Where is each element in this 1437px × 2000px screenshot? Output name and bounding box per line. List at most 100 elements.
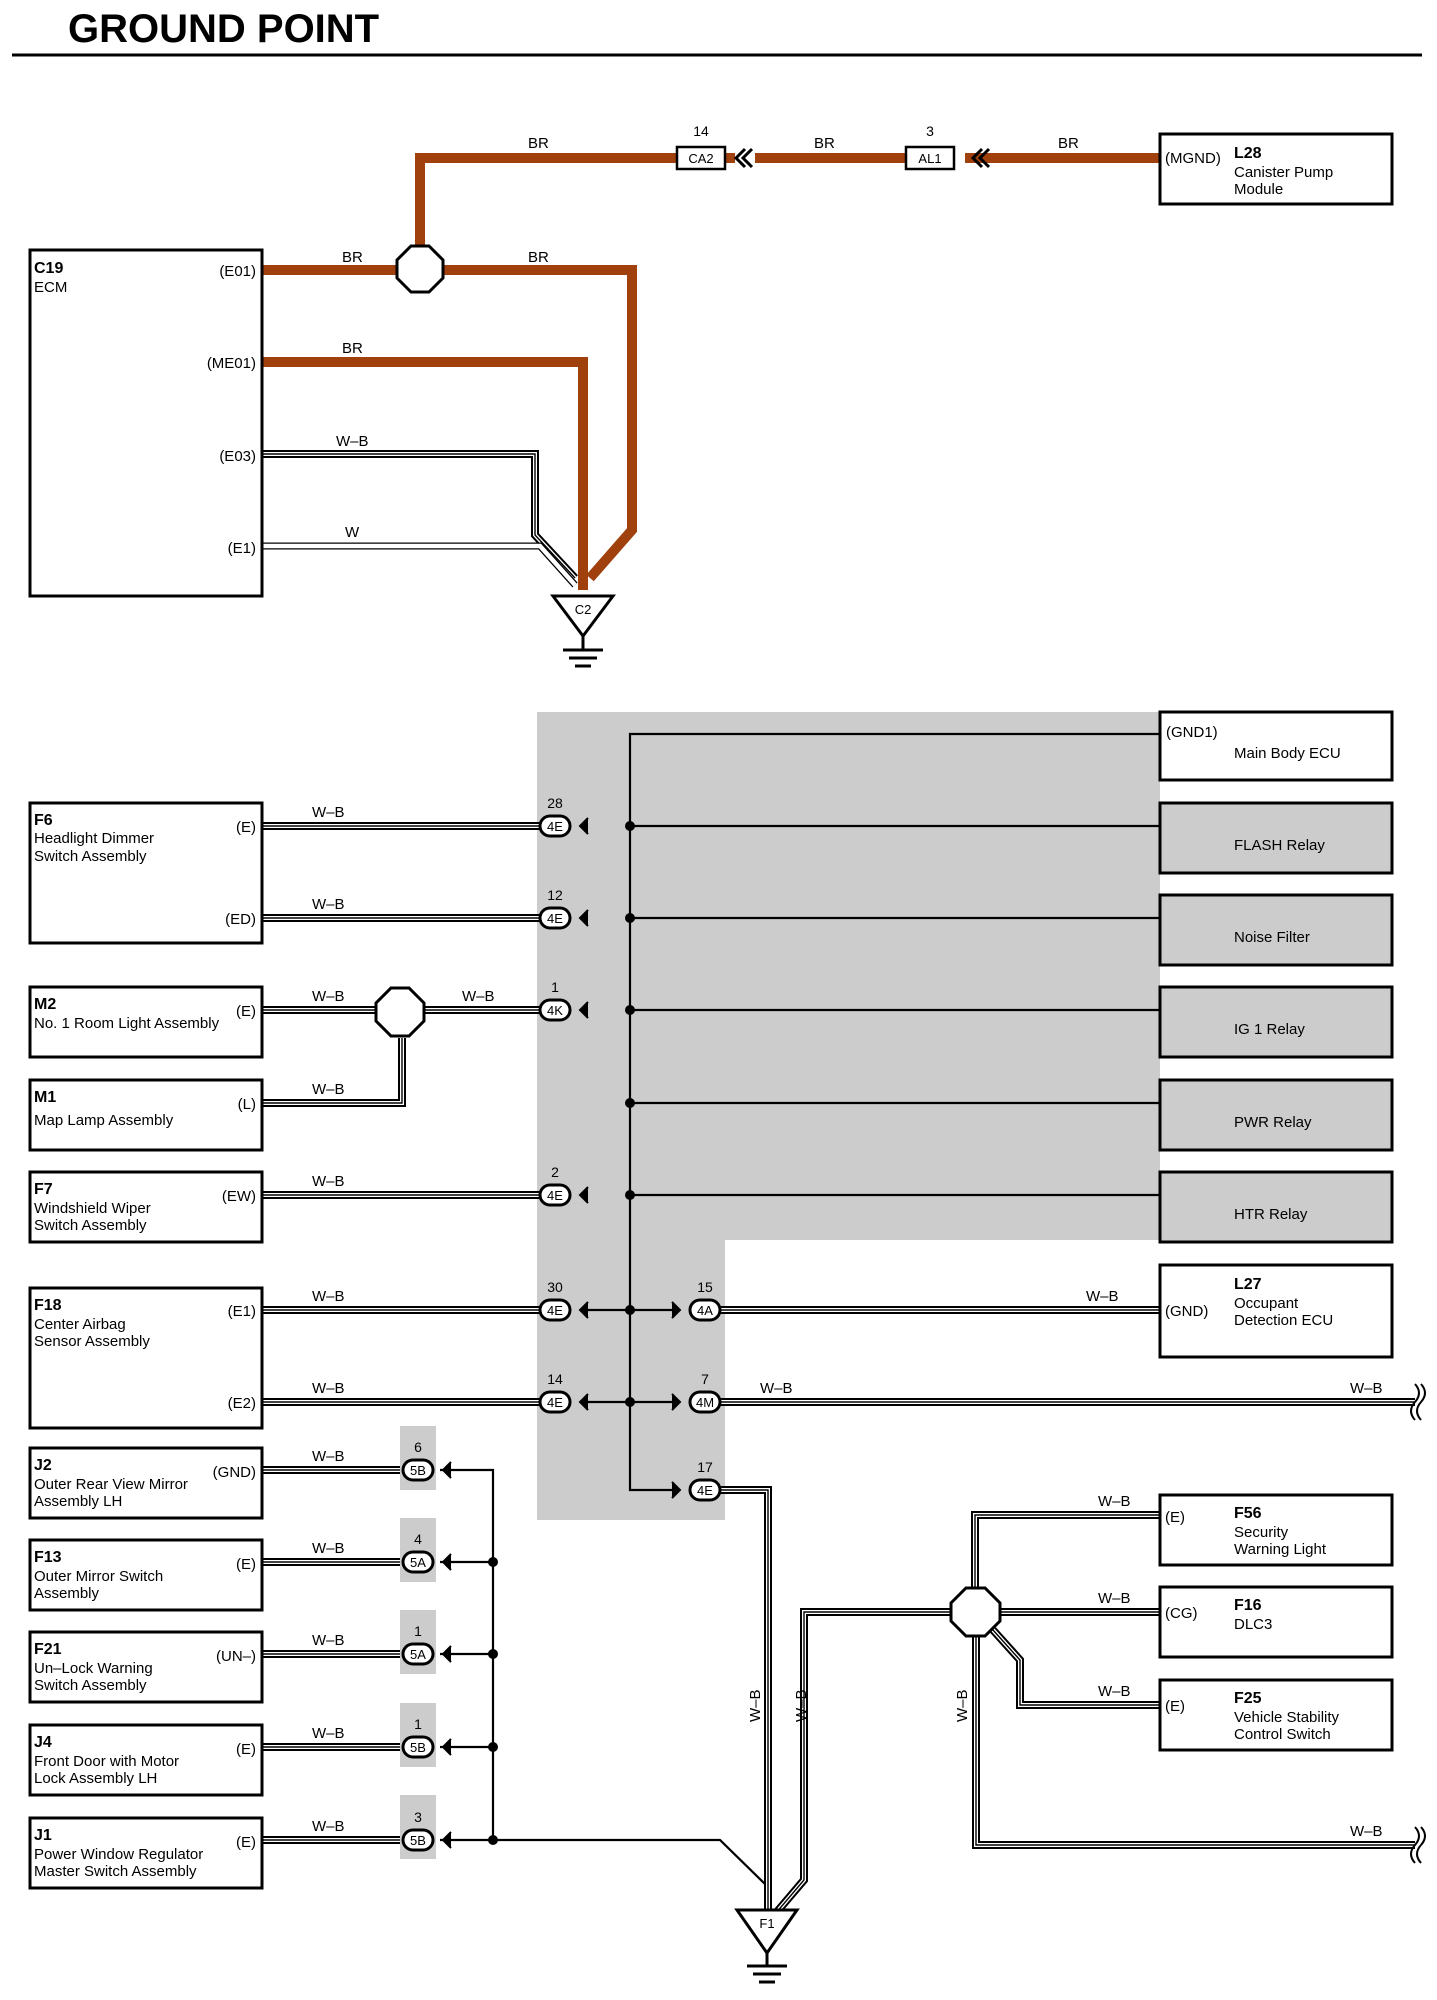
junction-number: 1 — [414, 1623, 422, 1639]
component-f13 — [28, 1538, 264, 1612]
svg-text:Switch Assembly: Switch Assembly — [34, 1217, 147, 1234]
svg-text:(GND): (GND) — [213, 1464, 256, 1481]
junction-4m-7 — [671, 1390, 722, 1414]
svg-text:Security: Security — [1234, 1524, 1289, 1541]
pin-label: (GND1) — [1166, 724, 1218, 741]
component-name: IG 1 Relay — [1234, 1021, 1305, 1038]
junction-name: 5B — [410, 1740, 426, 1755]
junction-name: 4E — [547, 1188, 563, 1203]
junction-name: 5A — [410, 1555, 426, 1570]
svg-text:Detection ECU: Detection ECU — [1234, 1312, 1333, 1329]
junction-name: 4M — [696, 1395, 714, 1410]
svg-text:(E): (E) — [236, 1834, 256, 1851]
component-flash-relay — [1158, 801, 1394, 875]
pin-label: (E01) — [219, 263, 256, 280]
component-j4 — [28, 1723, 264, 1797]
br-wires — [260, 153, 1160, 590]
svg-text:J1: J1 — [34, 1827, 52, 1844]
junction-5b-1 — [401, 1735, 452, 1759]
svg-text:(L): (L) — [238, 1096, 256, 1113]
wire-continuation-marks — [1410, 1383, 1426, 1864]
svg-text:(E): (E) — [236, 1003, 256, 1020]
component-c19-ecm — [28, 248, 264, 598]
component-m2 — [28, 985, 264, 1059]
junction-number: 4 — [414, 1531, 422, 1547]
svg-text:W–B: W–B — [312, 1725, 345, 1742]
svg-text:F21: F21 — [34, 1641, 62, 1658]
svg-text:(GND): (GND) — [1165, 1303, 1208, 1320]
junction-name: 4E — [547, 1303, 563, 1318]
svg-text:W–B: W–B — [312, 1288, 345, 1305]
component-f18 — [28, 1286, 264, 1430]
connector-ca2-label: CA2 — [688, 151, 713, 166]
svg-text:Un–Lock Warning: Un–Lock Warning — [34, 1660, 153, 1677]
svg-text:(E): (E) — [236, 819, 256, 836]
junction-5a-4 — [401, 1550, 452, 1574]
component-name: PWR Relay — [1234, 1114, 1312, 1131]
component-code: L28 — [1234, 145, 1262, 162]
svg-text:Control Switch: Control Switch — [1234, 1726, 1331, 1743]
svg-text:F56: F56 — [1234, 1505, 1262, 1522]
svg-text:(E): (E) — [236, 1741, 256, 1758]
component-name: Module — [1234, 181, 1283, 198]
svg-text:J4: J4 — [34, 1734, 52, 1751]
junction-name: 4A — [697, 1303, 713, 1318]
ecm-w-wire — [260, 542, 578, 588]
wire-label-w: W — [345, 524, 360, 541]
svg-text:Warning Light: Warning Light — [1234, 1541, 1327, 1558]
junction-4e-14 — [538, 1390, 589, 1414]
splice-point-f56 — [949, 1586, 1002, 1638]
connector-ca2-number: 14 — [693, 123, 709, 139]
svg-text:W–B: W–B — [312, 1448, 345, 1465]
component-l27 — [1158, 1263, 1394, 1359]
ground-f1-label: F1 — [759, 1916, 774, 1931]
svg-text:Vehicle Stability: Vehicle Stability — [1234, 1709, 1340, 1726]
svg-text:F13: F13 — [34, 1549, 62, 1566]
splice-point-m2 — [374, 986, 426, 1038]
component-name: Main Body ECU — [1234, 745, 1341, 762]
component-noise-filter — [1158, 893, 1394, 967]
svg-text:Occupant: Occupant — [1234, 1295, 1299, 1312]
pin-label: (ME01) — [207, 355, 256, 372]
svg-text:(E): (E) — [1165, 1509, 1185, 1526]
svg-text:DLC3: DLC3 — [1234, 1616, 1272, 1633]
svg-text:F18: F18 — [34, 1297, 62, 1314]
junction-number: 2 — [551, 1164, 559, 1180]
junction-number: 30 — [547, 1279, 563, 1295]
svg-text:Sensor Assembly: Sensor Assembly — [34, 1333, 150, 1350]
wb-wires — [262, 822, 1415, 1923]
wire-label-br: BR — [528, 249, 549, 266]
svg-text:W–B: W–B — [1098, 1590, 1131, 1607]
junction-name: 4E — [547, 1395, 563, 1410]
ground-f1 — [734, 1908, 800, 1956]
svg-text:W–B: W–B — [793, 1689, 810, 1722]
svg-text:(UN–): (UN–) — [216, 1648, 256, 1665]
junction-name: 5A — [410, 1647, 426, 1662]
junction-4e-12 — [538, 906, 589, 930]
component-name: Canister Pump — [1234, 164, 1333, 181]
svg-text:(EW): (EW) — [222, 1188, 256, 1205]
svg-text:Map Lamp Assembly: Map Lamp Assembly — [34, 1112, 174, 1129]
component-f16 — [1158, 1585, 1394, 1659]
ground-symbol — [747, 1953, 787, 1984]
connector-al1-label: AL1 — [918, 151, 941, 166]
junction-4e-17 — [671, 1478, 722, 1502]
left-components: F6 Headlight Dimmer Switch Assembly (E) … — [28, 801, 264, 1890]
splice-dots — [488, 821, 635, 1845]
svg-text:F6: F6 — [34, 812, 53, 829]
junction-number: 7 — [701, 1371, 709, 1387]
junction-5b-6 — [401, 1458, 452, 1482]
connector-chevrons — [733, 147, 991, 169]
svg-text:W–B: W–B — [312, 1818, 345, 1835]
component-j2 — [28, 1446, 264, 1520]
svg-text:W–B: W–B — [312, 1632, 345, 1649]
svg-text:Headlight Dimmer: Headlight Dimmer — [34, 830, 154, 847]
wb-wire-labels: W–B W–B W–B W–B W–B W–B W–B W–B W–B W–B … — [312, 804, 1383, 1840]
svg-text:J2: J2 — [34, 1457, 52, 1474]
svg-text:Windshield Wiper: Windshield Wiper — [34, 1200, 151, 1217]
wire-label-br: BR — [1058, 135, 1079, 152]
junction-number: 1 — [551, 979, 559, 995]
component-f21 — [28, 1630, 264, 1704]
svg-text:W–B: W–B — [954, 1689, 971, 1722]
